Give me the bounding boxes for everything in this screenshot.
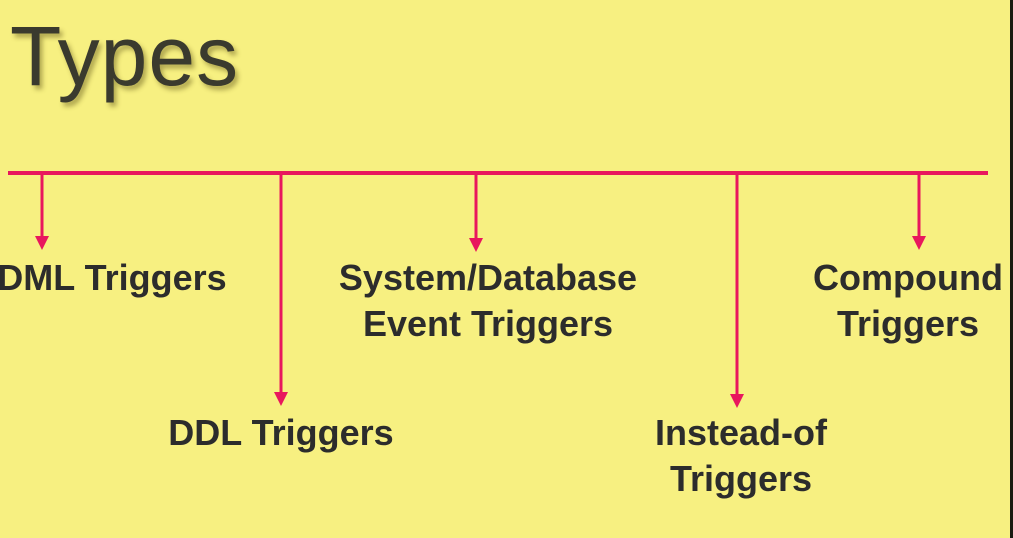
label-line: Instead-of [654,412,828,453]
label-line: DML Triggers [0,257,227,298]
label-line: DDL Triggers [168,412,394,453]
label-dml-triggers: DML Triggers [0,255,227,301]
connector-compound [912,173,926,250]
label-compound-triggers: Compound Triggers [813,255,1003,347]
slide-title: Types [10,9,240,103]
label-line: System/Database [338,257,638,298]
connector-dml [35,173,49,250]
label-instead-of-triggers: Instead-of Triggers [655,410,827,502]
connector-instead-of [730,173,744,408]
label-line: Compound [813,257,1003,298]
connector-ddl [274,173,288,406]
right-edge-border [1010,0,1013,538]
label-line: Triggers [836,303,980,344]
label-ddl-triggers: DDL Triggers [168,410,393,456]
connector-system-database [469,173,483,252]
label-line: Event Triggers [362,303,614,344]
label-line: Triggers [669,458,813,499]
label-system-database-event-triggers: System/Database Event Triggers [339,255,637,347]
